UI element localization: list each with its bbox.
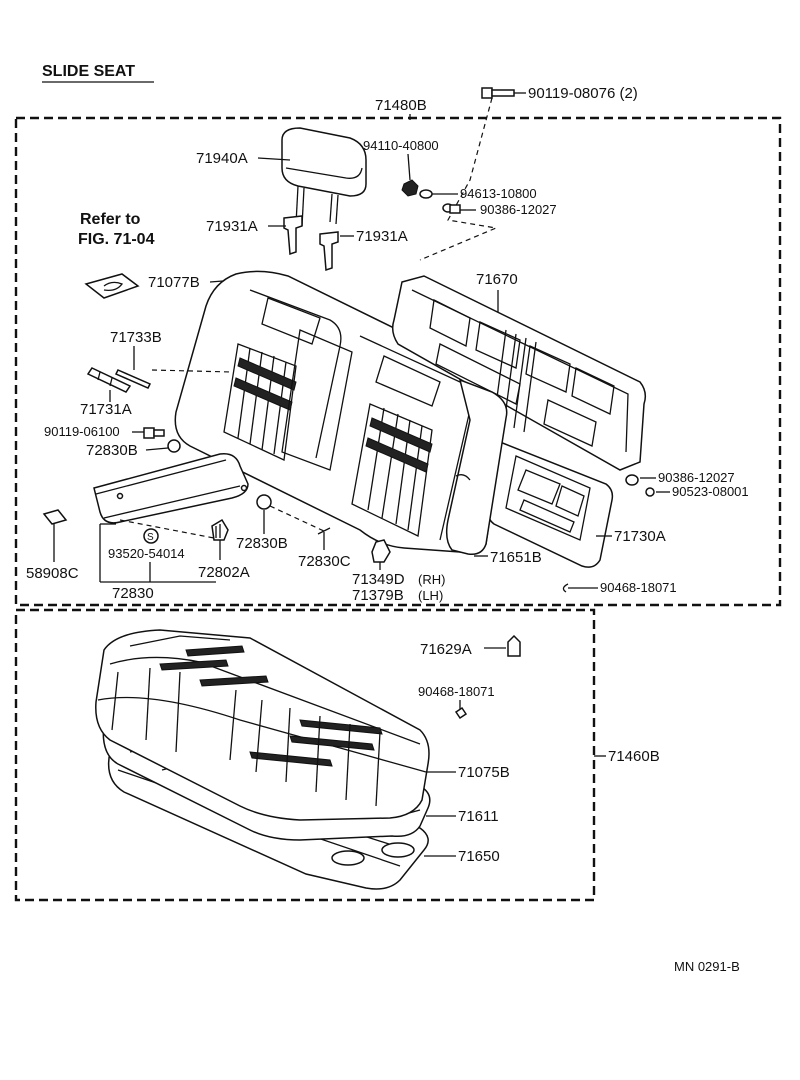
label-71379B: 71379B [352, 587, 404, 604]
bushing-90386-12027-right [625, 474, 639, 486]
cover-71349D [371, 539, 391, 563]
label-72802A: 72802A [198, 564, 250, 581]
leader-72830B-top [145, 447, 169, 451]
clip-72830C [317, 527, 331, 535]
leader-94110-40800 [407, 153, 411, 181]
dash-72830B-mid [269, 505, 327, 533]
seat-back-frame [391, 275, 647, 471]
armrest [93, 453, 249, 524]
back-assembly-box [14, 116, 782, 607]
label-72830C: 72830C [298, 553, 351, 570]
clip-72802A [211, 518, 229, 541]
s-marker-text: S [147, 532, 154, 543]
label-71670: 71670 [476, 271, 518, 288]
bolt-90119-06100 [143, 427, 165, 439]
headrest-support-right [319, 231, 339, 272]
bushing-90386-12027-top [442, 203, 461, 214]
label-94613-10800: 94613-10800 [460, 186, 537, 201]
s-marker: S [143, 528, 159, 544]
label-94110-40800: 94110-40800 [363, 138, 439, 153]
label-71379B-side: (LH) [418, 588, 443, 603]
cap-72830B-top [167, 439, 181, 453]
seat-back-cover [174, 270, 509, 554]
label-90523-08001: 90523-08001 [672, 484, 749, 499]
label-90119-08076: 90119-08076 (2) [528, 85, 638, 102]
label-71650: 71650 [458, 848, 500, 865]
nut-94110-40800 [401, 179, 419, 197]
label-90468-18071-right: 90468-18071 [600, 580, 677, 595]
label-71931A-right: 71931A [356, 228, 408, 245]
label-71629A: 71629A [420, 641, 472, 658]
label-71349D-side: (RH) [418, 572, 445, 587]
label-71731A: 71731A [80, 401, 132, 418]
label-71730A: 71730A [614, 528, 666, 545]
cap-72830B-mid [256, 494, 272, 510]
clip-90468-18071-cushion [454, 706, 468, 720]
refer-line2: FIG. 71-04 [78, 231, 155, 248]
side-panel-71651B [445, 378, 508, 556]
label-72830B-mid: 72830B [236, 535, 288, 552]
refer-part-bracket [84, 273, 140, 299]
label-71077B: 71077B [148, 274, 200, 291]
label-71651B: 71651B [490, 549, 542, 566]
cushion-assembly-box [14, 608, 596, 902]
bracket-58908C [42, 509, 68, 525]
label-71075B: 71075B [458, 764, 510, 781]
label-90468-18071-cushion: 90468-18071 [418, 684, 495, 699]
label-71480B: 71480B [375, 97, 427, 114]
dash-71733B [151, 369, 233, 373]
label-90386-12027-right: 90386-12027 [658, 470, 735, 485]
bolt-path-dashed [419, 97, 499, 261]
retainer-71629A [507, 634, 521, 657]
headrest [281, 127, 367, 227]
cushion-cover-71075B [95, 629, 430, 821]
label-93520-54014: 93520-54014 [108, 546, 185, 561]
label-71611: 71611 [458, 808, 499, 825]
label-72830: 72830 [112, 585, 154, 602]
label-90386-12027-top: 90386-12027 [480, 202, 557, 217]
footer-code: MN 0291-B [674, 959, 740, 974]
label-72830B-top: 72830B [86, 442, 138, 459]
label-58908C: 58908C [26, 565, 79, 582]
label-71349D: 71349D [352, 571, 405, 588]
label-71733B: 71733B [110, 329, 162, 346]
headrest-support-left [283, 215, 303, 256]
dash-armrest-clip [119, 519, 215, 539]
label-71931A-left: 71931A [206, 218, 258, 235]
label-71940A: 71940A [196, 150, 248, 167]
bolt-90119-08076 [481, 87, 515, 99]
washer-94613-10800 [419, 189, 433, 199]
refer-line1: Refer to [80, 211, 141, 228]
bracket-71731A [86, 367, 132, 393]
leader-71940A [257, 157, 291, 161]
clip-90468-18071-right [562, 583, 569, 593]
label-71460B: 71460B [608, 748, 660, 765]
label-90119-06100: 90119-06100 [44, 424, 120, 439]
pin-71733B [114, 369, 152, 389]
diagram-title: SLIDE SEAT [42, 63, 135, 80]
nut-90523-08001 [645, 487, 655, 497]
